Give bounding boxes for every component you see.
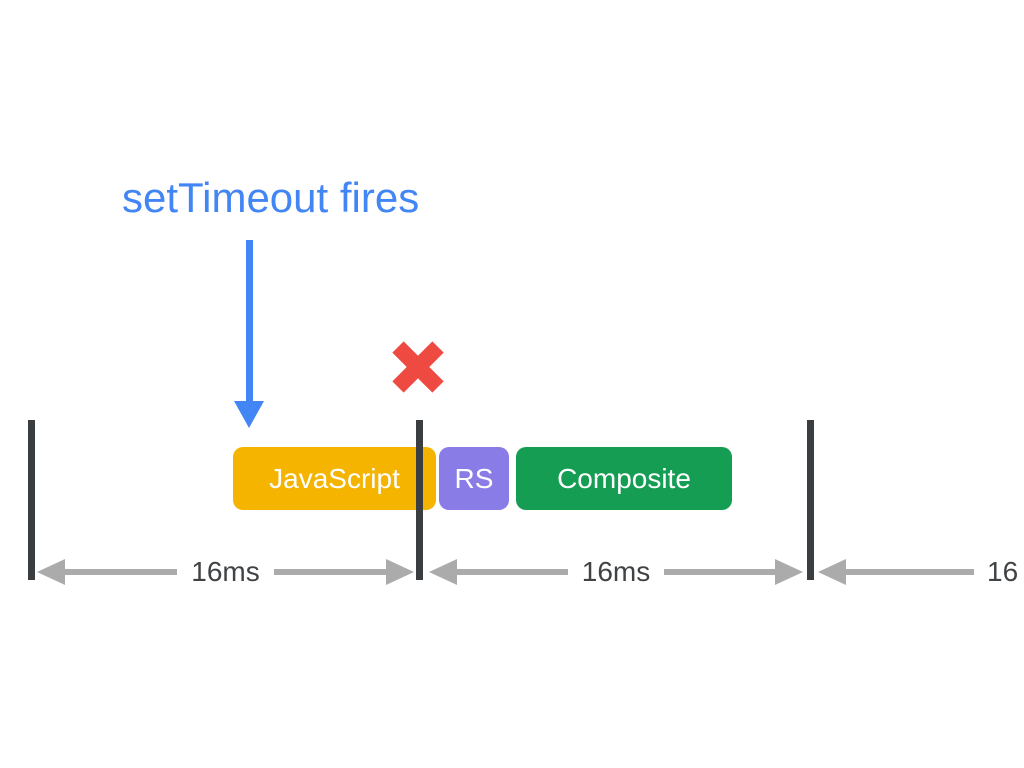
arrowhead-left-icon: [429, 559, 457, 585]
arrow-line: [273, 569, 386, 575]
arrowhead-right-icon: [775, 559, 803, 585]
arrowhead-right-icon: [386, 559, 414, 585]
block-composite-label: Composite: [557, 462, 691, 494]
down-arrow-shaft: [246, 240, 253, 404]
block-rs: RS: [439, 447, 509, 510]
interval-arrow-2: 16ms: [429, 557, 803, 587]
block-javascript-label: JavaScript: [269, 462, 400, 494]
block-composite: Composite: [516, 447, 732, 510]
frame-boundary-marker-1: [28, 420, 35, 580]
arrow-line: [664, 569, 775, 575]
arrowhead-left-icon: [818, 559, 846, 585]
missed-frame-x-icon: [392, 341, 444, 393]
interval-arrow-1: 16ms: [37, 557, 414, 587]
arrow-line: [65, 569, 178, 575]
interval-label-1: 16ms: [191, 556, 260, 587]
arrow-line: [457, 569, 568, 575]
block-javascript: JavaScript: [233, 447, 436, 510]
interval-arrow-3: 16: [818, 557, 1018, 587]
down-arrow-icon: [234, 240, 265, 428]
frame-boundary-marker-2: [416, 420, 423, 580]
down-arrow-head: [234, 401, 264, 428]
block-rs-label: RS: [454, 462, 494, 494]
settimeout-fires-label: setTimeout fires: [122, 174, 420, 221]
frame-boundary-marker-3: [807, 420, 814, 580]
arrow-line: [846, 569, 974, 575]
interval-label-3: 16: [987, 556, 1019, 587]
arrowhead-left-icon: [37, 559, 65, 585]
interval-label-2: 16ms: [581, 556, 651, 587]
